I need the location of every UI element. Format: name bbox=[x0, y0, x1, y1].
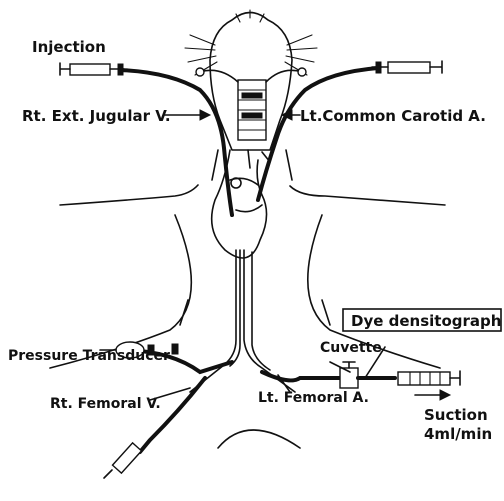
label-cuvette: Cuvette bbox=[320, 340, 382, 356]
label-suction-rate: 4ml/min bbox=[424, 425, 492, 443]
carotid-catheter bbox=[258, 61, 442, 200]
label-rt-femoral: Rt. Femoral V. bbox=[50, 396, 161, 412]
rt-femoral-vein-line bbox=[104, 378, 205, 478]
jugular-catheter bbox=[60, 63, 232, 215]
label-dye-densitograph: Dye densitograph bbox=[351, 312, 501, 330]
label-rt-ext-jugular: Rt. Ext. Jugular V. bbox=[22, 107, 171, 125]
label-suction: Suction bbox=[424, 406, 488, 424]
label-lt-femoral: Lt. Femoral A. bbox=[258, 390, 369, 406]
label-injection: Injection bbox=[32, 38, 106, 56]
label-lt-common-carotid: Lt.Common Carotid A. bbox=[300, 107, 486, 125]
label-pressure-transducer: Pressure Transducer bbox=[8, 348, 170, 364]
heart bbox=[212, 150, 270, 258]
